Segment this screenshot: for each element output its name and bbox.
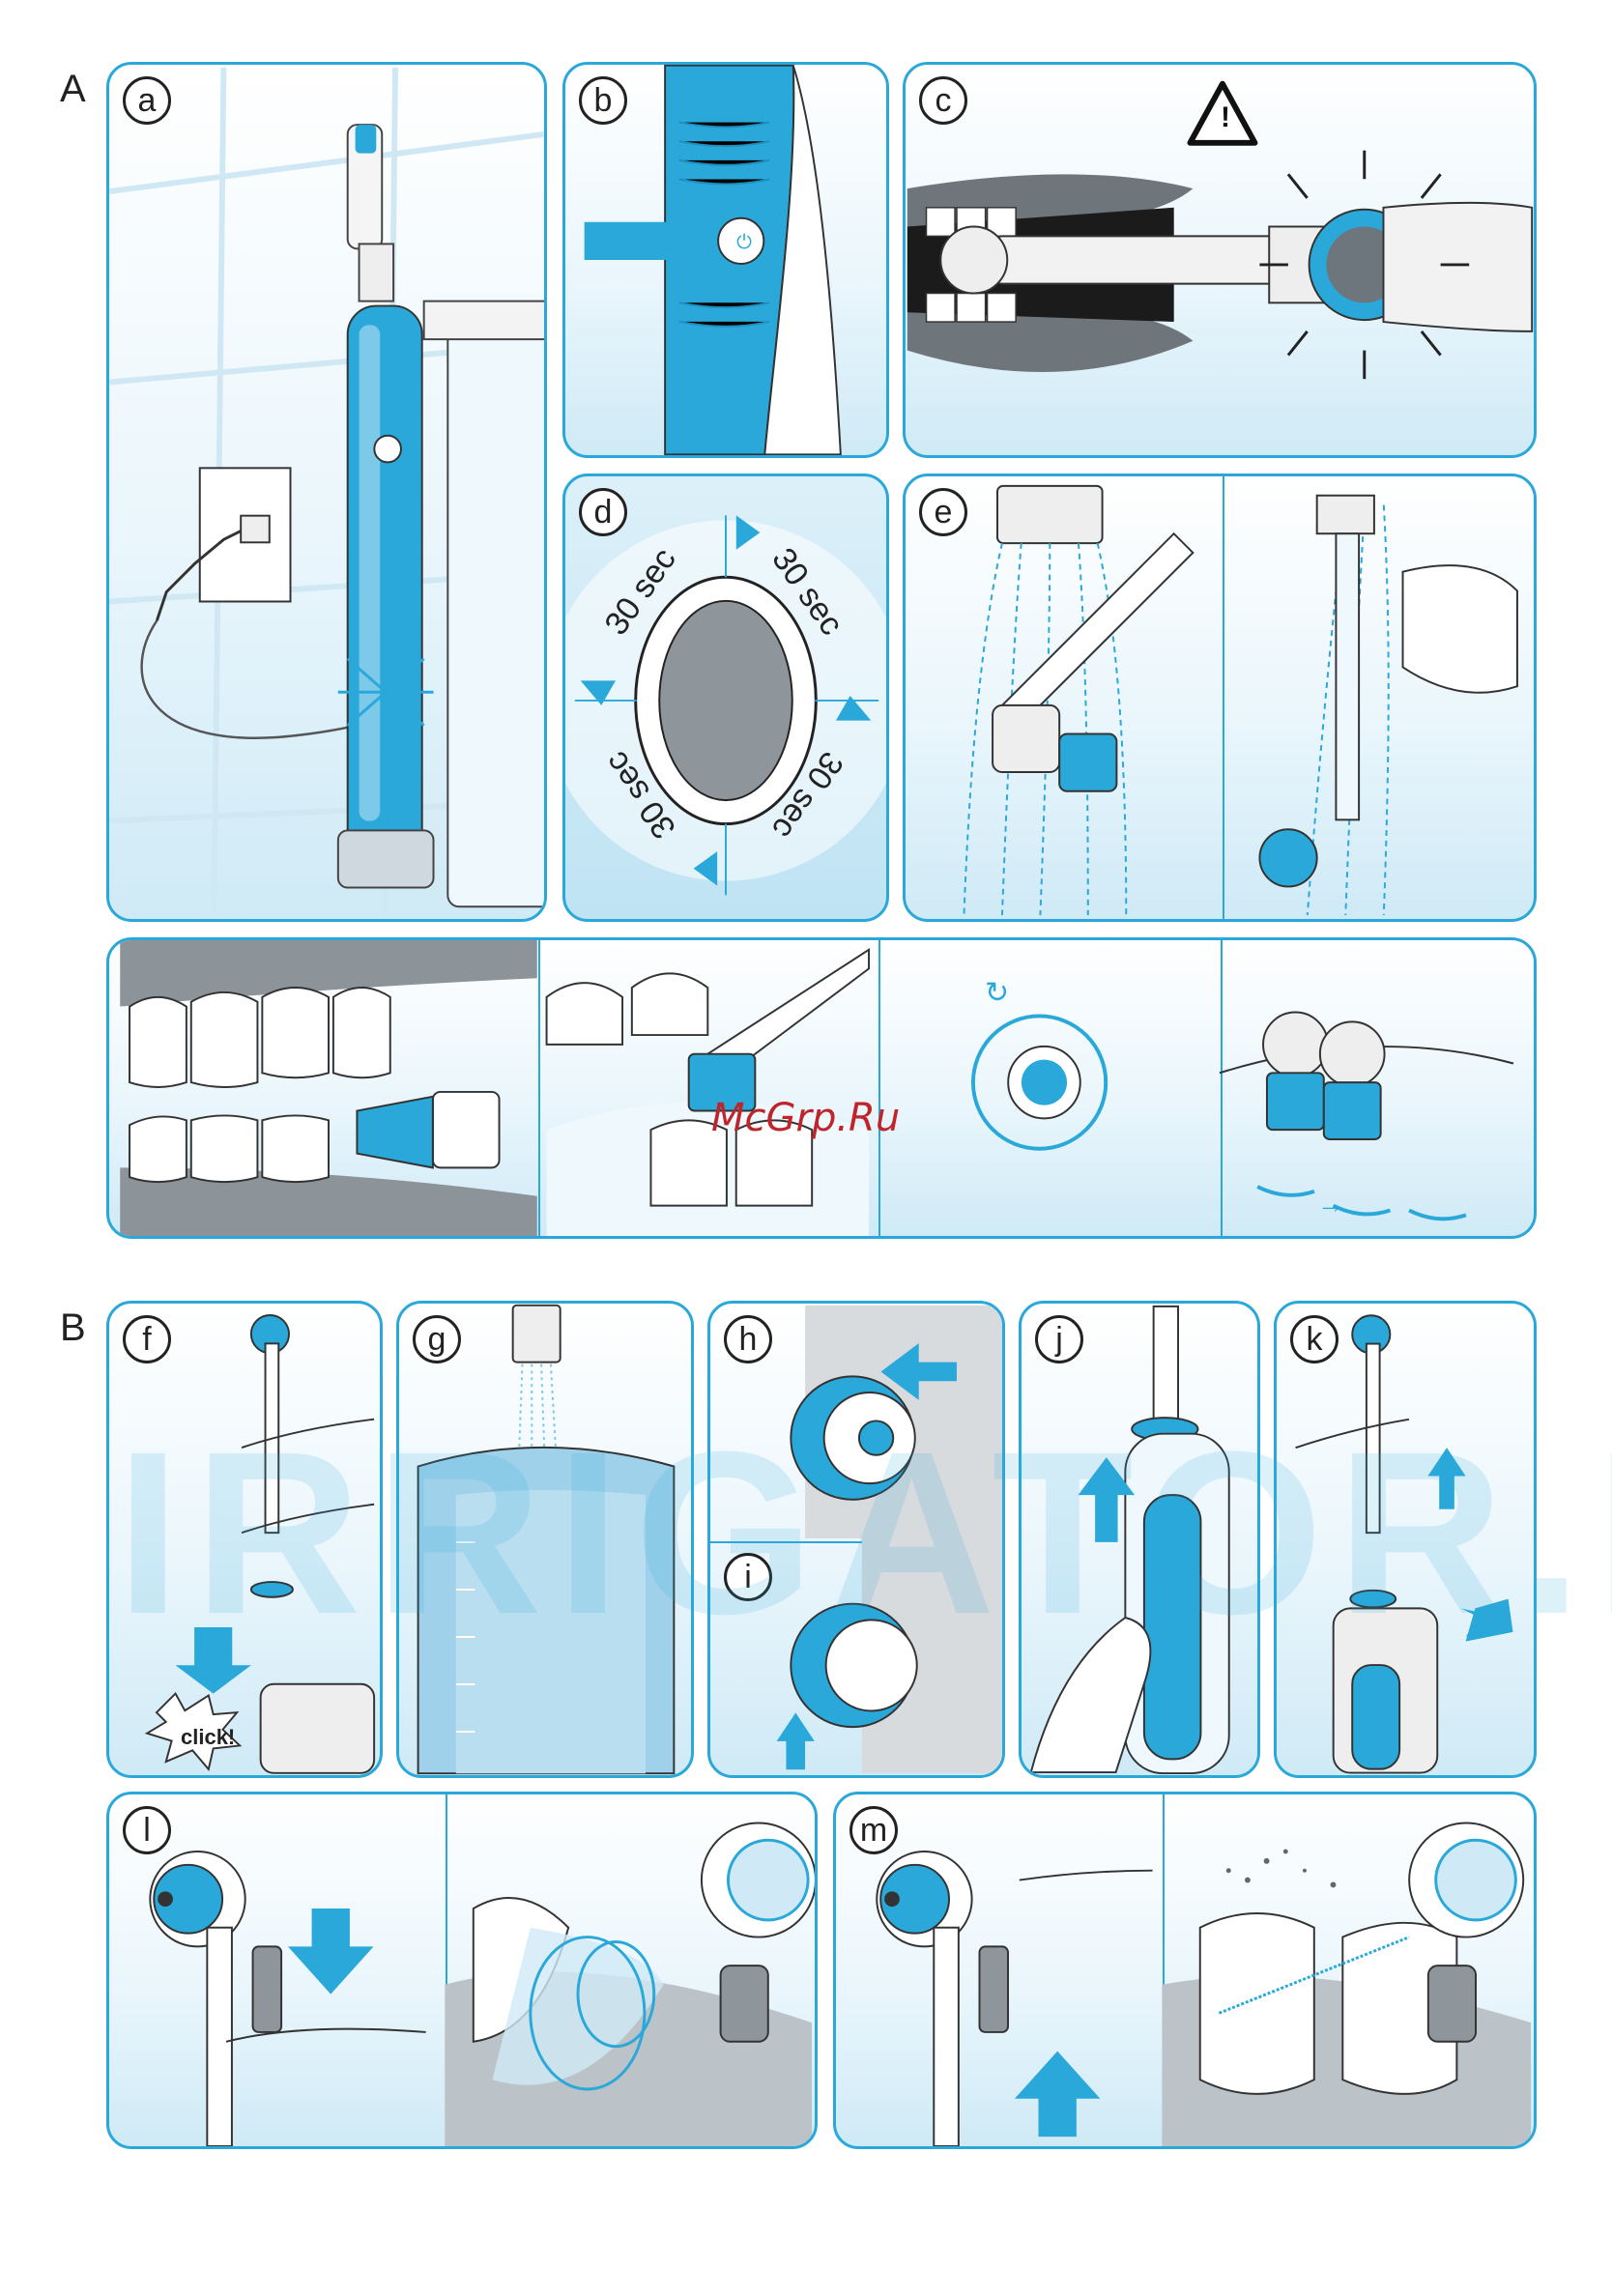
rinse-brush-head-illustration xyxy=(906,476,1534,919)
panel-label-g: g xyxy=(413,1315,461,1363)
panel-l: l xyxy=(106,1792,818,2149)
panel-b: ⏻ b xyxy=(562,62,889,458)
panel-m: m xyxy=(833,1792,1537,2149)
panel-d: 30 sec 30 sec 30 sec 30 sec d xyxy=(562,474,889,922)
power-button-icon: ⏻ xyxy=(733,231,756,254)
section-label-a: A xyxy=(60,68,86,111)
panel-label-m: m xyxy=(849,1806,898,1854)
direction-arrow-icon: → xyxy=(1317,1190,1346,1219)
panel-label-h: h xyxy=(724,1315,772,1363)
panel-label-c: c xyxy=(919,76,967,125)
warning-triangle-icon: ! xyxy=(1215,101,1236,140)
panel-label-l: l xyxy=(123,1806,171,1854)
spray-jet-illustration xyxy=(109,1794,815,2146)
panel-label-e: e xyxy=(919,488,967,536)
panel-label-k: k xyxy=(1290,1315,1339,1363)
background-watermark: IRRIGATOR.RU xyxy=(116,1399,1612,1666)
panel-a: a xyxy=(106,62,547,922)
watermark-text: McGrp.Ru xyxy=(711,1096,900,1140)
panel-label-j: j xyxy=(1035,1315,1083,1363)
brushing-technique-panel: ↻ → xyxy=(106,937,1537,1239)
quadrant-timer-illustration xyxy=(565,476,886,919)
panel-c: ! c xyxy=(903,62,1537,458)
panel-label-b: b xyxy=(579,76,627,125)
panel-label-f: f xyxy=(123,1315,171,1363)
section-label-b: B xyxy=(60,1306,86,1350)
mono-jet-illustration xyxy=(836,1794,1534,2146)
click-label: click! xyxy=(181,1725,235,1750)
panel-e: e xyxy=(903,474,1537,922)
panel-label-d: d xyxy=(579,488,627,536)
power-button-press-illustration xyxy=(565,65,886,455)
toothbrush-on-charger-illustration xyxy=(109,65,544,919)
panel-label-a: a xyxy=(123,76,171,125)
rotation-arrow-icon: ↻ xyxy=(985,979,1014,1008)
